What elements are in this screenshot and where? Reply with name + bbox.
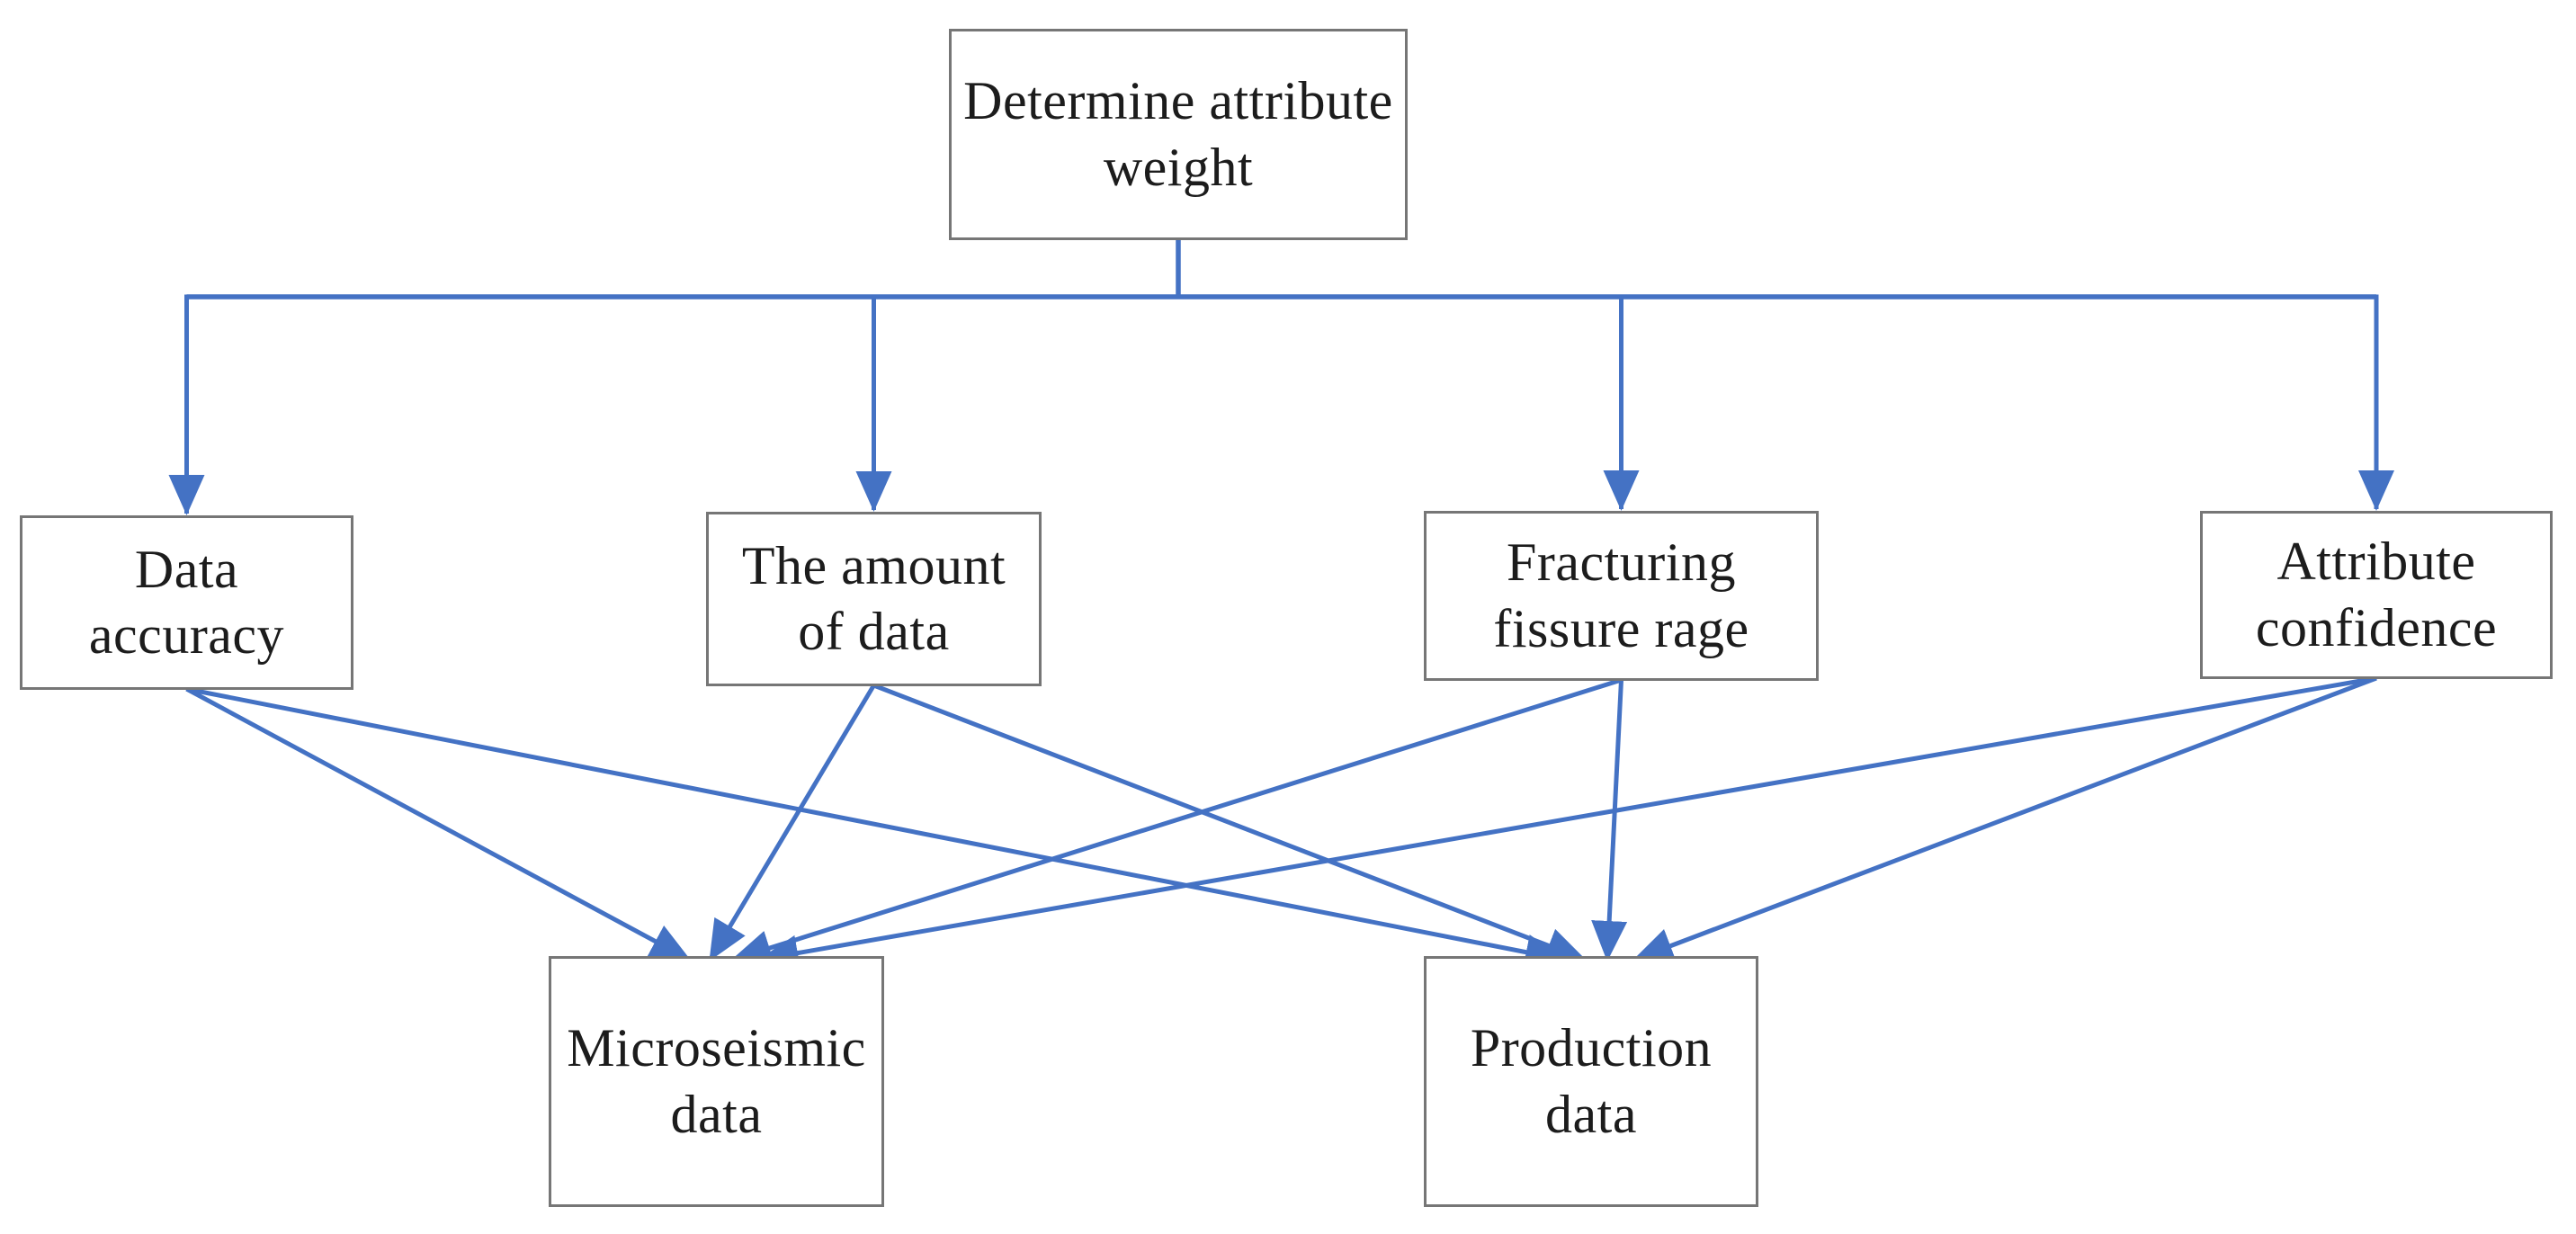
edge-attribute_confidence-to-production_data bbox=[1634, 678, 2376, 960]
edge-attribute_confidence-to-microseismic_data bbox=[760, 678, 2377, 960]
node-data-accuracy-label: Data accuracy bbox=[89, 537, 284, 668]
node-fracturing-fissure-rage-label: Fracturing fissure rage bbox=[1493, 530, 1749, 661]
node-attribute-confidence: Attribute confidence bbox=[2200, 511, 2553, 679]
node-determine-attribute-weight: Determine attribute weight bbox=[949, 29, 1408, 240]
node-microseismic-data: Microseismic data bbox=[549, 956, 884, 1207]
edge-amount_of_data-to-microseismic_data bbox=[711, 685, 874, 960]
edge-fracturing_fissure_rage-to-microseismic_data bbox=[733, 680, 1622, 960]
edge-data_accuracy-to-microseismic_data bbox=[187, 689, 690, 960]
node-microseismic-data-label: Microseismic data bbox=[567, 1015, 866, 1147]
node-production-data-label: Production data bbox=[1471, 1015, 1712, 1147]
node-production-data: Production data bbox=[1424, 956, 1758, 1207]
node-fracturing-fissure-rage: Fracturing fissure rage bbox=[1424, 511, 1819, 681]
node-determine-attribute-weight-label: Determine attribute weight bbox=[963, 68, 1393, 200]
node-data-accuracy: Data accuracy bbox=[20, 515, 353, 690]
node-attribute-confidence-label: Attribute confidence bbox=[2256, 529, 2497, 660]
node-amount-of-data-label: The amount of data bbox=[742, 533, 1006, 665]
edge-fracturing_fissure_rage-to-production_data bbox=[1607, 680, 1622, 960]
edge-data_accuracy-to-production_data bbox=[187, 689, 1565, 960]
node-amount-of-data: The amount of data bbox=[706, 512, 1042, 686]
edge-amount_of_data-to-production_data bbox=[874, 685, 1586, 960]
